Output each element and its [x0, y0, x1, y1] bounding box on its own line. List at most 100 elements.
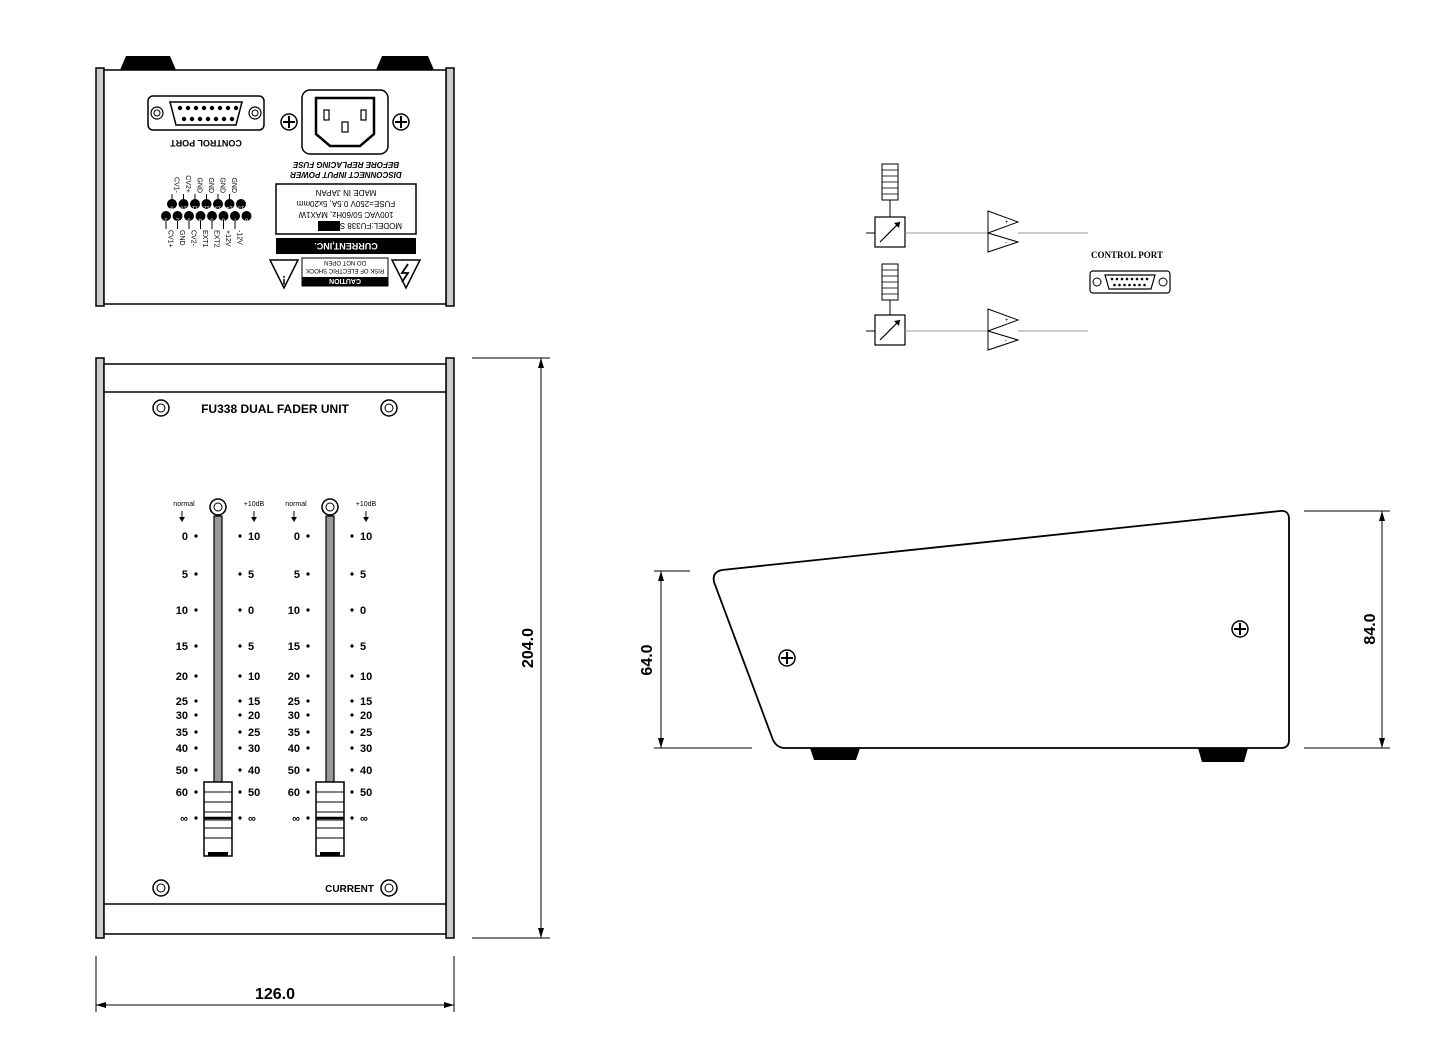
pin-number-badge: [195, 211, 206, 221]
scale-label-right: 40: [360, 765, 372, 777]
pin-number-badge: [184, 211, 194, 221]
scale-dot: [350, 608, 354, 612]
pin-label: EXT2: [213, 230, 220, 248]
scale-dot: [350, 746, 354, 750]
scale-label-right: 25: [248, 727, 260, 739]
scale-label-right: 40: [248, 765, 260, 777]
scale-label-right: 50: [360, 787, 372, 799]
scale-label-right: 15: [360, 696, 372, 708]
scale-dot: [194, 816, 198, 820]
scale-dot: [350, 644, 354, 648]
pin-number-badge: [236, 199, 246, 209]
scale-dot: [306, 572, 310, 576]
connector-pin: [185, 105, 191, 111]
pin-number: 15: [237, 205, 244, 211]
scale-label-left: 40: [176, 743, 188, 755]
scale-label-left: ∞: [292, 813, 300, 825]
amp-plus-label: +: [1005, 220, 1009, 226]
fuse-warning-line-1: DISCONNECT INPUT POWER: [290, 170, 402, 179]
scale-dot: [238, 746, 242, 750]
scale-dot: [238, 534, 242, 538]
pin-number-badge: [213, 199, 223, 209]
fader-symbol-icon: [881, 163, 899, 217]
scale-label-left: 20: [176, 671, 188, 683]
rear-panel: CONTROL PORT DISCONNECT INPUT POWER BEFO…: [95, 56, 455, 307]
connector-pin: [1133, 283, 1136, 287]
connector-pin: [1135, 277, 1139, 281]
power-inlet: [301, 89, 389, 155]
scale-label-left: 50: [176, 765, 188, 777]
pin-number-badge: [241, 211, 252, 221]
connector-pin: [221, 116, 227, 122]
scale-dot: [194, 699, 198, 703]
db15-connector: [1089, 270, 1171, 294]
scale-label-right: ∞: [360, 813, 368, 825]
connector-pin: [217, 105, 223, 111]
connector-pin: [1125, 277, 1129, 281]
scale-label-left: 50: [288, 765, 300, 777]
pin-number-badge: [230, 211, 240, 221]
scale-label-left: 60: [176, 787, 188, 799]
scale-dot: [306, 534, 310, 538]
scale-label-left: 35: [288, 727, 300, 739]
dimension-rear-height: 84.0: [1362, 613, 1379, 644]
pin-number-badge: [201, 199, 212, 209]
scale-dot: [194, 572, 198, 576]
connector-pin: [1120, 277, 1124, 281]
front-panel: FU338 DUAL FADER UNIT CURRENT normal+10d…: [95, 357, 455, 939]
amp-minus-label: -: [1005, 240, 1007, 246]
pin-number: 5: [210, 217, 214, 223]
dimension-width: 126.0: [255, 986, 295, 1003]
scale-dot: [350, 790, 354, 794]
scale-dot: [306, 644, 310, 648]
pin-number: 10: [180, 205, 187, 211]
scale-dot: [306, 730, 310, 734]
connector-pin: [205, 116, 211, 122]
connector-pin: [233, 105, 239, 111]
caution-line-2: DO NOT OPEN: [324, 259, 366, 265]
connector-pin: [1113, 283, 1116, 287]
scale-dot: [238, 713, 242, 717]
pin-label: CV2-: [190, 230, 197, 247]
connector-pin: [181, 116, 187, 122]
pin-label: -12V: [236, 230, 243, 245]
scale-label-right: 0: [248, 605, 254, 617]
panel-screw-icon: [380, 399, 398, 417]
warning-triangle-icon: !: [268, 259, 300, 290]
connector-pin: [1115, 277, 1119, 281]
scale-dot: [350, 572, 354, 576]
scale-label-right: 5: [360, 569, 366, 581]
vca-symbol-icon: [866, 314, 906, 346]
scale-dot: [238, 644, 242, 648]
panel-screw-icon: [380, 879, 398, 897]
pin-label: CV1-: [173, 177, 180, 194]
connector-pin: [225, 105, 231, 111]
scale-label-right: 50: [248, 787, 260, 799]
pin-label: GND: [219, 177, 226, 193]
scale-dot: [306, 816, 310, 820]
scale-label-left: 0: [182, 531, 188, 543]
scale-dot: [350, 730, 354, 734]
scale-label-right: 5: [248, 569, 254, 581]
scale-label-right: 10: [248, 531, 260, 543]
scale-dot: [306, 699, 310, 703]
fader-knob[interactable]: [315, 781, 345, 857]
scale-dot: [238, 730, 242, 734]
scale-label-right: ∞: [248, 813, 256, 825]
fader-knob[interactable]: [203, 781, 233, 857]
scale-dot: [306, 713, 310, 717]
connector-pin: [1130, 277, 1134, 281]
connector-pin: [189, 116, 195, 122]
connector-pin: [201, 105, 207, 111]
rating-model: MODEL:FU338 SN: [334, 221, 402, 230]
scale-dot: [194, 768, 198, 772]
schematic-control-port-label: CONTROL PORT: [1091, 250, 1163, 260]
scale-dot: [194, 713, 198, 717]
scale-dot: [350, 713, 354, 717]
pin-number: 12: [203, 205, 210, 211]
scale-label-left: 30: [288, 710, 300, 722]
amplifier-symbol-icon: +-: [987, 308, 1020, 351]
scale-dot: [194, 746, 198, 750]
